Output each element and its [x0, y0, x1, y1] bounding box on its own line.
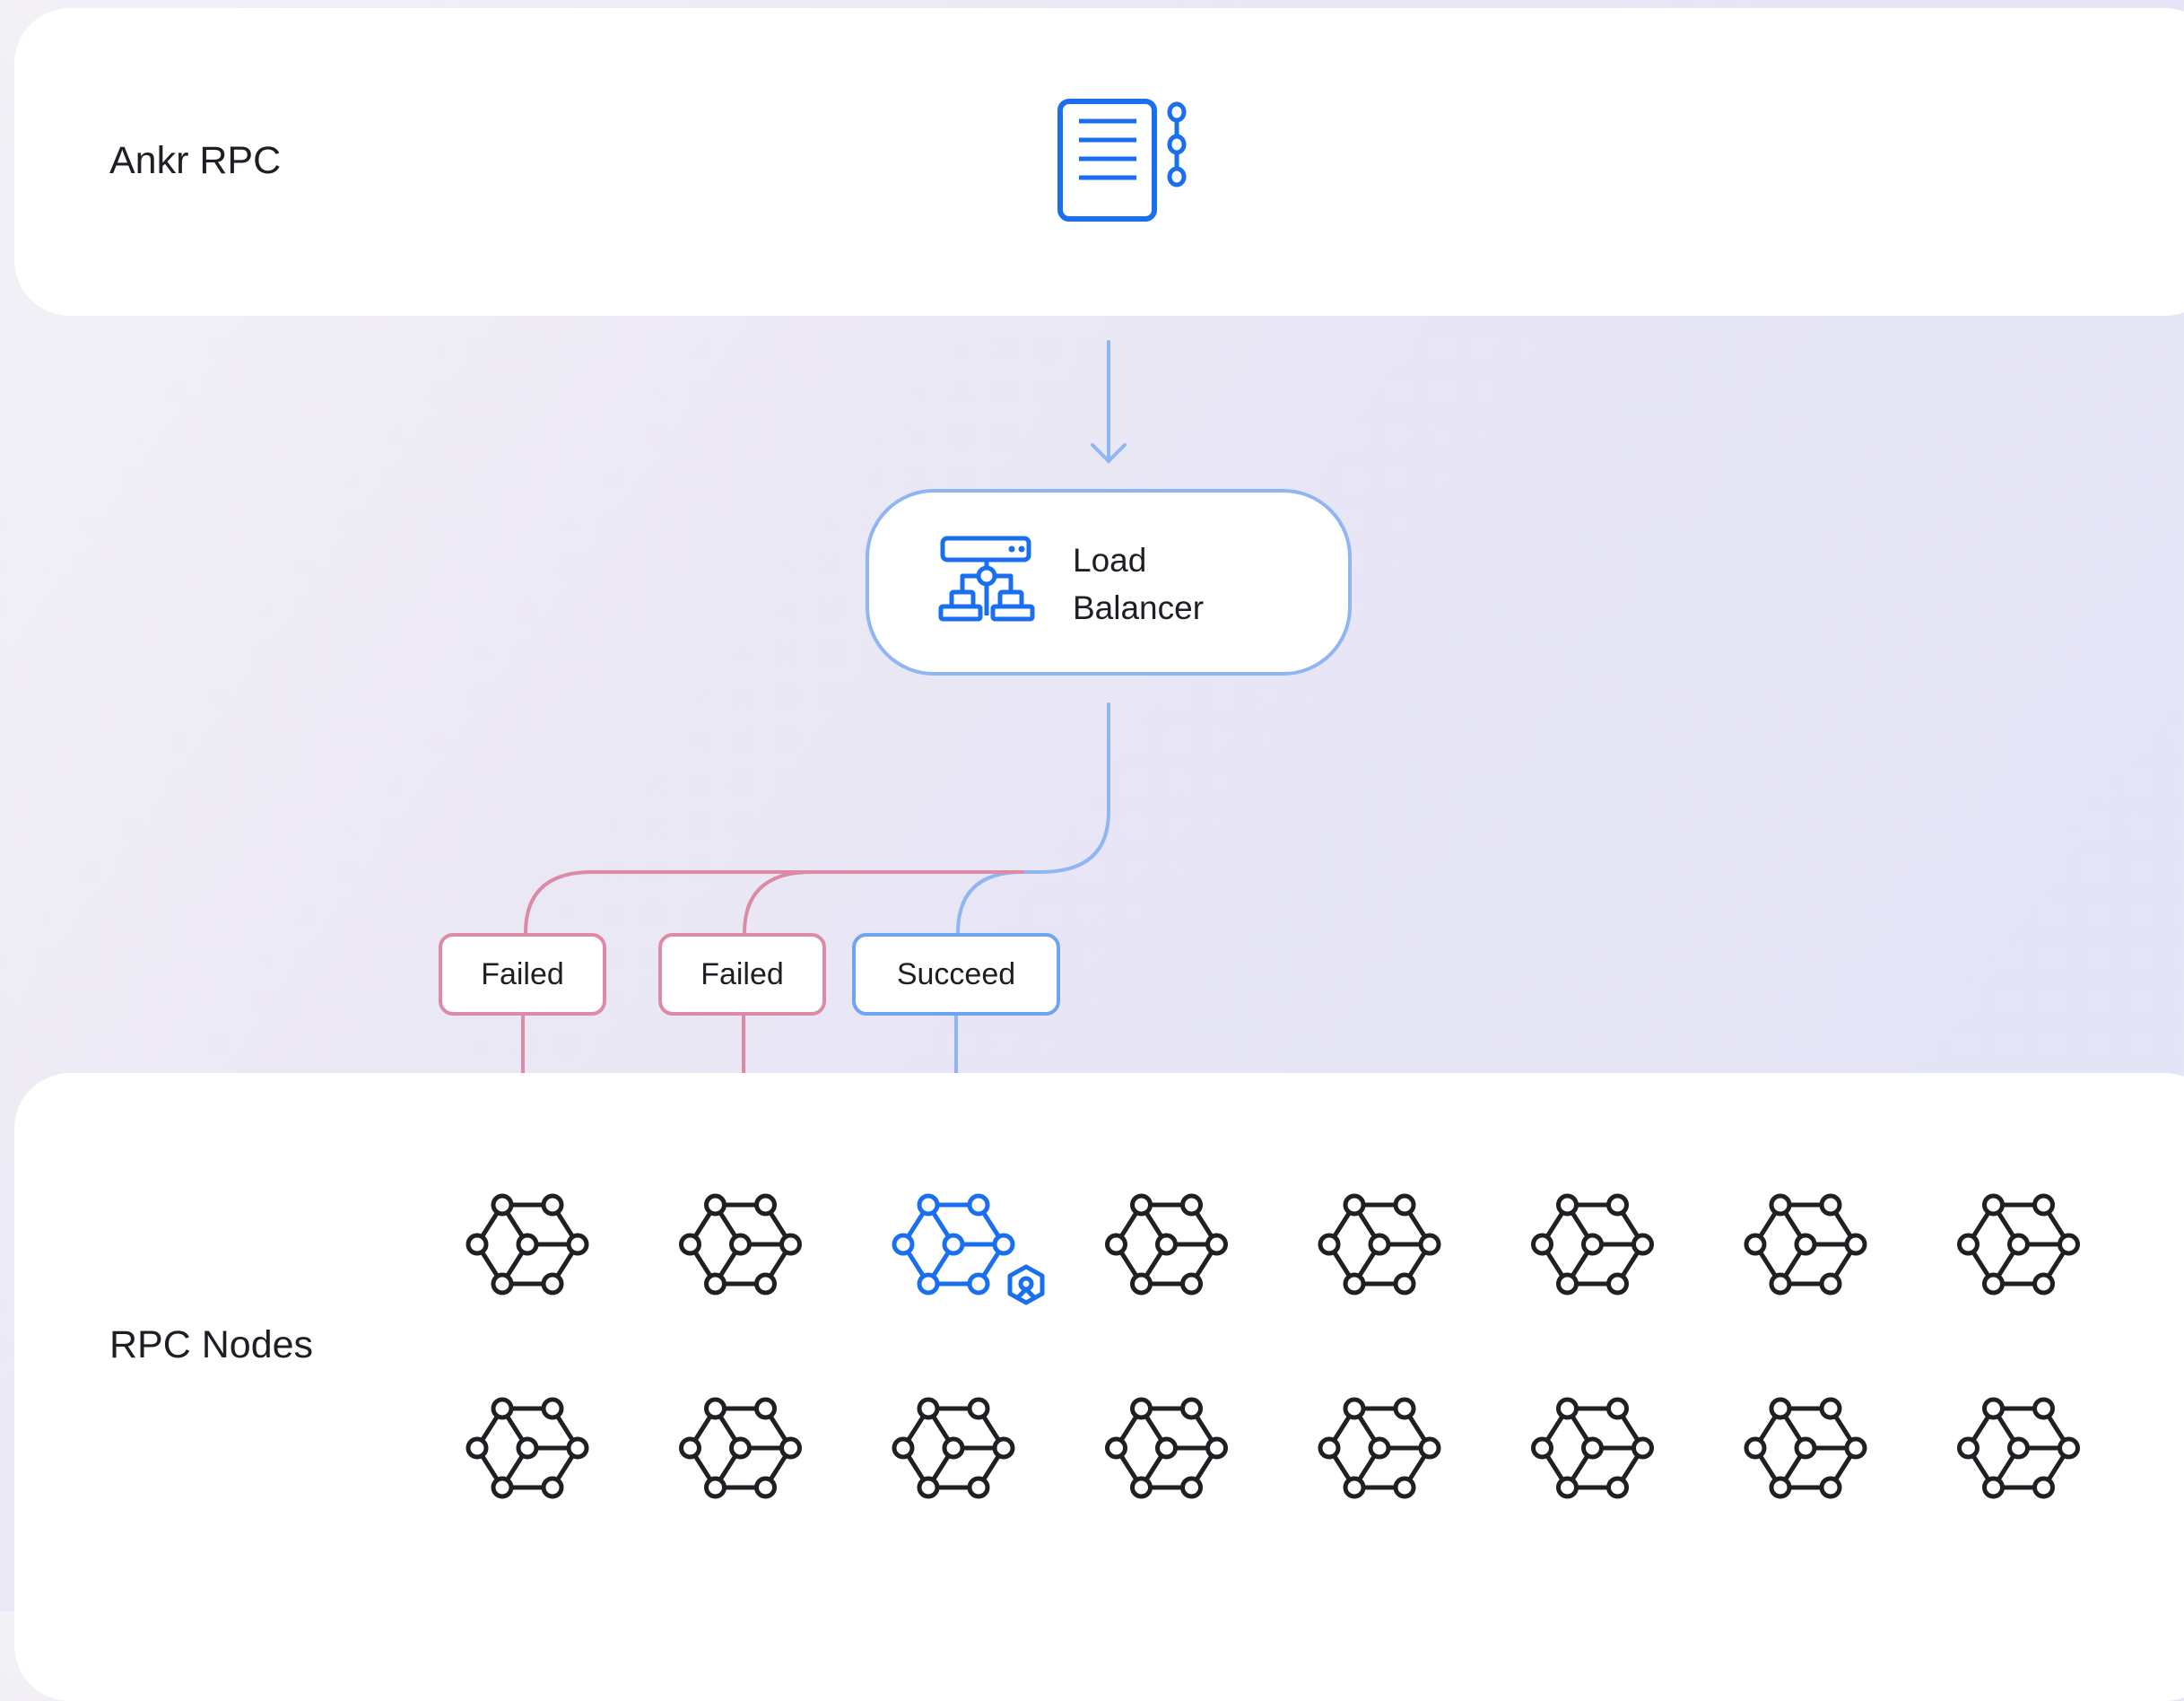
ankr-rpc-panel: [14, 8, 2184, 316]
rpc-node-icon: [1320, 1400, 1439, 1496]
failed-route-lines: [524, 870, 1024, 935]
status-succeed: Succeed: [852, 933, 1060, 1016]
rpc-node-icon: [894, 1400, 1013, 1496]
load-balancer-box: [866, 489, 1352, 676]
rpc-node-icon: [468, 1196, 587, 1293]
rpc-node-icon: [1534, 1196, 1652, 1293]
rpc-node-icon: [1746, 1196, 1865, 1293]
rpc-node-icon: [682, 1196, 800, 1293]
load-balancer-label-line1: Load: [1073, 542, 1147, 579]
rpc-node-icon: [1108, 1196, 1226, 1293]
load-balancer-icon: [936, 535, 1035, 632]
rpc-node-icon: [1960, 1196, 2078, 1293]
rpc-node-active-icon: [894, 1196, 1013, 1293]
load-balancer-label: Load Balancer: [1073, 536, 1204, 632]
rpc-nodes-label: RPC Nodes: [109, 1323, 314, 1366]
ankr-rpc-label: Ankr RPC: [109, 139, 282, 182]
rpc-node-icon: [682, 1400, 800, 1496]
arrow-to-load-balancer: [1091, 340, 1127, 464]
load-balancer-label-line2: Balancer: [1073, 589, 1205, 626]
status-failed-2: Failed: [658, 933, 826, 1016]
document-list-icon: [1049, 94, 1202, 233]
rpc-node-icon: [1746, 1400, 1865, 1496]
rpc-node-icon: [1960, 1400, 2078, 1496]
rpc-node-icon: [1534, 1400, 1652, 1496]
status-failed-1: Failed: [439, 933, 606, 1016]
rpc-node-icon: [468, 1400, 587, 1496]
shield-badge-icon: [1007, 1264, 1045, 1305]
rpc-node-grid: [0, 0, 2184, 1611]
rpc-nodes-panel: [14, 1073, 2184, 1701]
rpc-node-icon: [1108, 1400, 1226, 1496]
rpc-node-icon: [1320, 1196, 1439, 1293]
